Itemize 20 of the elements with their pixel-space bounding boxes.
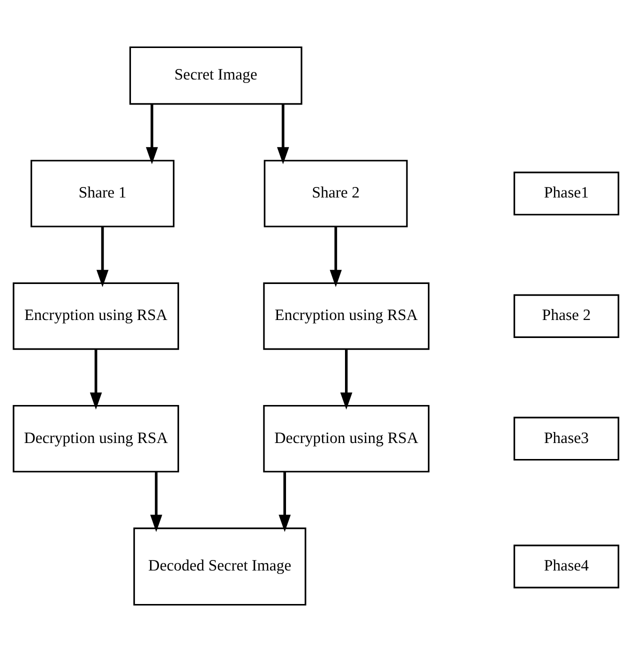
node-box: Share 1 [30,160,174,228]
arrow [150,472,162,532]
node-box: Encryption using RSA [263,282,430,350]
node-box: Decryption using RSA [12,404,180,472]
arrow [278,472,291,532]
arrow [277,104,290,164]
node-box: Decoded Secret Image [133,528,306,606]
node-box: Phase4 [514,544,620,588]
node-box: Phase3 [514,416,620,461]
arrow [90,350,102,410]
node-box: Decryption using RSA [263,404,430,472]
node-box: Encryption using RSA [12,282,180,350]
node-box: Phase1 [514,172,620,216]
arrow [96,227,109,288]
arrow [340,350,352,410]
node-box: Phase 2 [514,294,620,338]
arrow [146,104,158,164]
node-box: Secret Image [129,46,302,105]
arrow [330,227,342,288]
node-box: Share 2 [264,160,408,228]
